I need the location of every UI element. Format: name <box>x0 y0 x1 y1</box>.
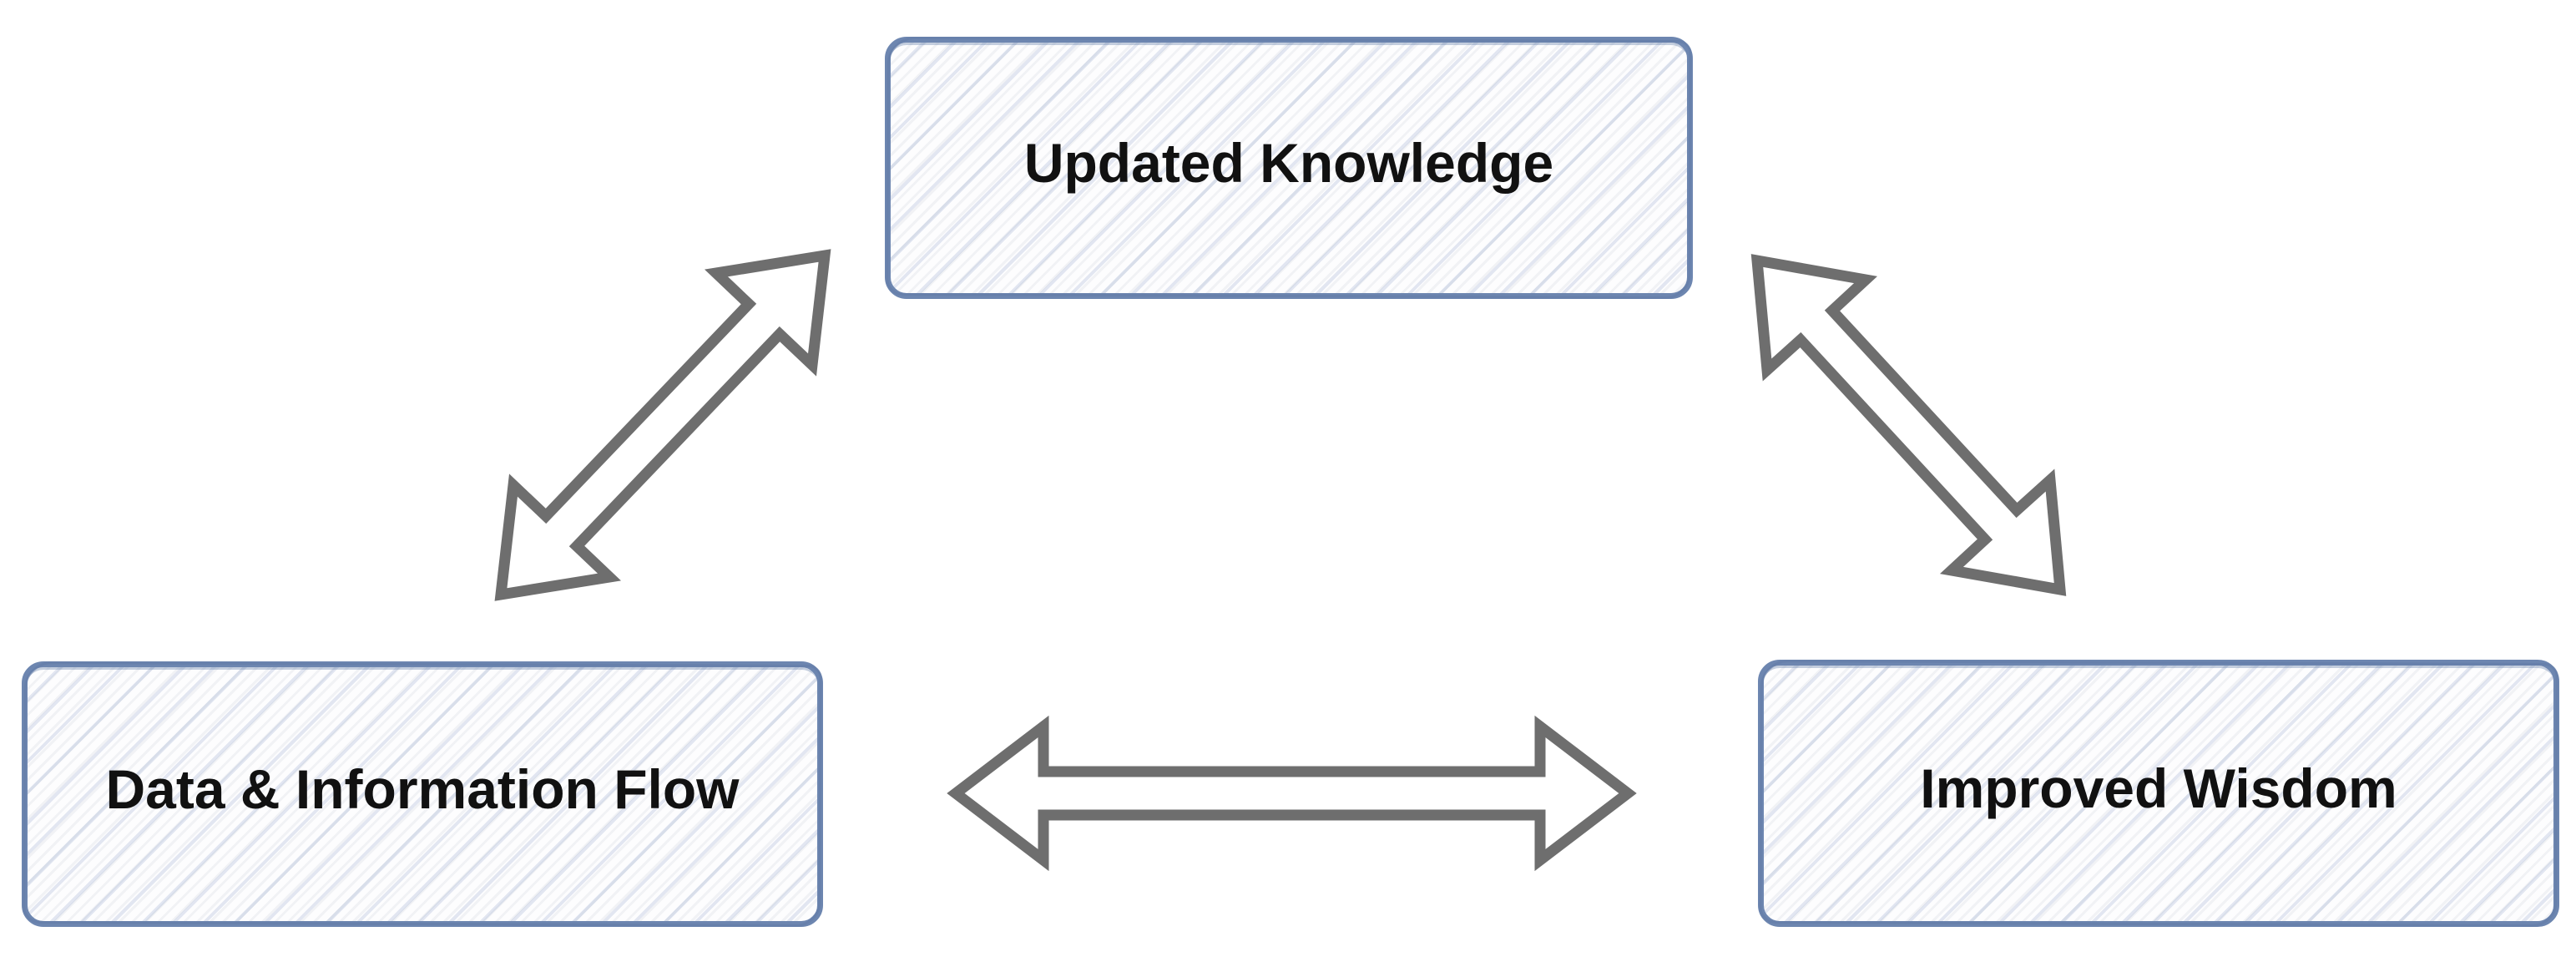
node-label: Improved Wisdom <box>1920 757 2397 819</box>
double-arrow-right-diagonal-icon <box>1750 254 2067 596</box>
double-arrow-horizontal-icon <box>947 715 1637 872</box>
node-data-information-flow: Data & Information Flow <box>22 661 823 927</box>
node-updated-knowledge: Updated Knowledge <box>885 37 1693 299</box>
node-label: Data & Information Flow <box>105 758 740 820</box>
double-arrow-left-diagonal-icon <box>494 249 831 601</box>
node-improved-wisdom: Improved Wisdom <box>1758 660 2559 927</box>
node-label: Updated Knowledge <box>1023 132 1554 194</box>
